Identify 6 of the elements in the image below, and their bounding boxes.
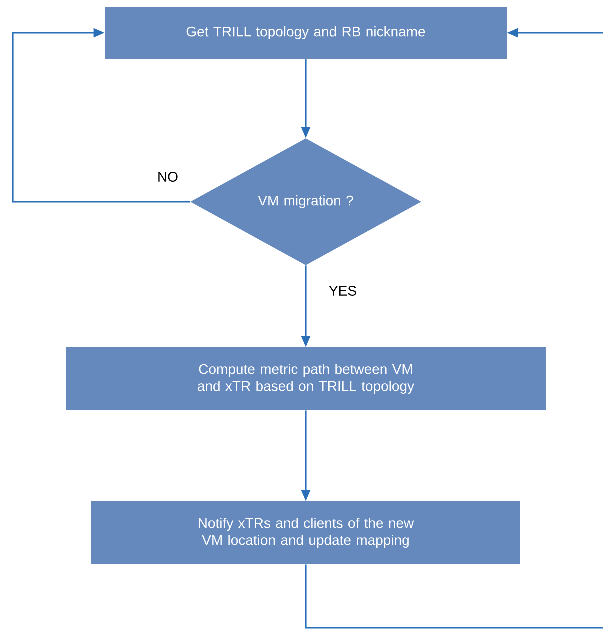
- process-box: Get TRILL topology and RB nickname: [105, 7, 507, 59]
- process-box: Compute metric path between VM and xTR based on TRILL topology: [66, 348, 546, 410]
- process-box: Notify xTRs and clients of the new VM location and update mapping: [92, 502, 520, 564]
- arrow: [12, 28, 190, 203]
- edge-label: NO: [156, 171, 180, 183]
- edge-label: YES: [328, 285, 358, 297]
